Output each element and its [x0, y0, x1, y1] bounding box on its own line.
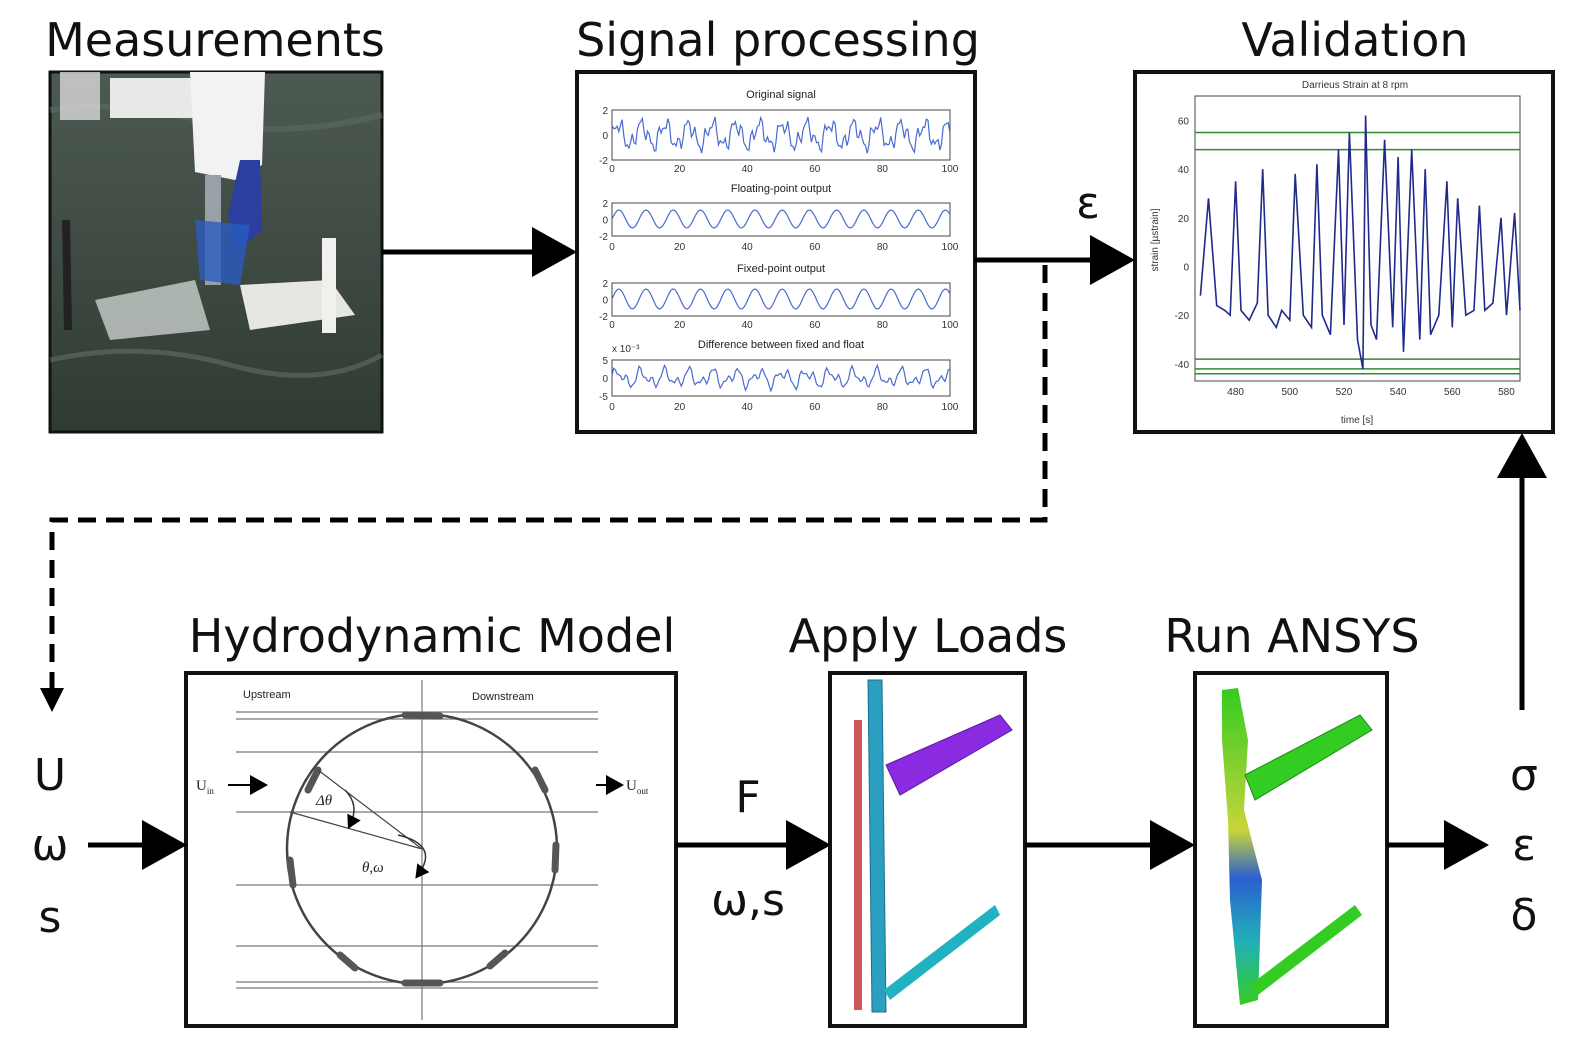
signal-x-tick-label: 80: [877, 242, 889, 253]
signal-x-tick-label: 20: [674, 164, 686, 175]
flow-arrows: [40, 227, 1547, 870]
validation-y-tick-label: 60: [1178, 116, 1190, 127]
validation-y-tick-label: -20: [1175, 311, 1190, 322]
signal-y-tick-label: 2: [602, 199, 608, 210]
validation-chart-title: Darrieus Strain at 8 rpm: [1302, 80, 1408, 91]
output-epsilon: ε: [1512, 820, 1536, 871]
signal-x-tick-label: 60: [809, 164, 821, 175]
signal-y-tick-label: 5: [602, 356, 608, 367]
validation-x-tick-label: 540: [1390, 387, 1407, 398]
signal-x-tick-label: 0: [609, 164, 615, 175]
input-s: s: [39, 892, 62, 943]
validation-title: Validation: [1241, 13, 1468, 67]
validation-ylabel: strain [µstrain]: [1150, 208, 1161, 271]
signal-x-tick-label: 40: [742, 164, 754, 175]
validation-x-tick-label: 480: [1227, 387, 1244, 398]
validation-plot-area: [1194, 95, 1521, 382]
signal-x-tick-label: 80: [877, 402, 889, 413]
measurements-title: Measurements: [45, 13, 385, 67]
theta-omega-label: θ,ω: [362, 860, 384, 876]
validation-x-tick-label: 500: [1281, 387, 1298, 398]
plot-title-floating: Floating-point output: [731, 183, 831, 195]
signal-x-tick-label: 60: [809, 242, 821, 253]
signal-x-tick-label: 0: [609, 320, 615, 331]
signal-x-tick-label: 80: [877, 164, 889, 175]
validation-y-tick-label: 20: [1178, 214, 1190, 225]
signal-y-tick-label: 0: [602, 131, 608, 142]
signal-x-tick-label: 20: [674, 242, 686, 253]
u-out-label: Uout: [626, 778, 649, 796]
strain-series-line: [1199, 115, 1521, 369]
validation-y-tick-label: 0: [1183, 263, 1189, 274]
plot-title-original: Original signal: [746, 89, 816, 101]
signal-y-tick-label: -2: [599, 156, 608, 167]
plot-title-difference: Difference between fixed and float: [698, 339, 864, 351]
validation-y-ticks: 60 40 20 0 -20 -40: [1175, 116, 1190, 371]
delta-theta-label: Δθ: [315, 793, 333, 809]
hydrodynamic-model-title: Hydrodynamic Model: [189, 609, 675, 663]
signal-y-tick-label: -2: [599, 312, 608, 323]
signal-x-tick-label: 20: [674, 320, 686, 331]
plot-title-fixed: Fixed-point output: [737, 263, 825, 275]
input-omega: ω: [32, 820, 69, 871]
validation-xlabel: time [s]: [1341, 415, 1373, 426]
output-sigma: σ: [1510, 750, 1538, 801]
signal-y-tick-label: 0: [602, 374, 608, 385]
signal-x-tick-label: 0: [609, 242, 615, 253]
force-symbol: F: [735, 772, 760, 823]
upstream-label: Upstream: [243, 689, 291, 701]
validation-x-tick-label: 580: [1498, 387, 1515, 398]
signal-x-tick-label: 40: [742, 242, 754, 253]
validation-x-tick-label: 560: [1444, 387, 1461, 398]
downstream-label: Downstream: [472, 691, 534, 703]
validation-x-tick-label: 520: [1336, 387, 1353, 398]
signal-x-tick-label: 60: [809, 402, 821, 413]
signal-x-tick-label: 60: [809, 320, 821, 331]
measurements-photo: [48, 70, 384, 434]
run-ansys-title: Run ANSYS: [1164, 609, 1419, 663]
validation-y-tick-label: -40: [1175, 360, 1190, 371]
input-u: U: [34, 750, 66, 801]
limit-lines: [1195, 131, 1520, 375]
u-in-label: Uin: [196, 778, 214, 796]
signal-y-ticks: 2 0 -2 2 0 -2 2 0 -2 5 0 -5: [599, 106, 608, 403]
signal-y-tick-label: 0: [602, 216, 608, 227]
signal-processing-title: Signal processing: [576, 13, 980, 67]
signal-x-tick-label: 20: [674, 402, 686, 413]
exponent-label: x 10⁻³: [612, 344, 640, 355]
signal-x-tick-label: 0: [609, 402, 615, 413]
signal-x-tick-label: 100: [942, 402, 959, 413]
signal-y-tick-label: 0: [602, 296, 608, 307]
output-delta: δ: [1511, 890, 1538, 941]
signal-y-tick-label: 2: [602, 279, 608, 290]
signal-processing-panel: Original signal Floating-point output Fi…: [575, 70, 977, 434]
blade-segments: [286, 711, 560, 987]
signal-subplots: [611, 109, 951, 397]
signal-x-tick-label: 40: [742, 320, 754, 331]
apply-loads-title: Apply Loads: [789, 609, 1068, 663]
force-subtitle: ω,s: [711, 875, 785, 926]
epsilon-symbol-top: ε: [1076, 178, 1100, 229]
apply-loads-panel: [828, 671, 1027, 1028]
signal-y-tick-label: -2: [599, 232, 608, 243]
validation-x-ticks: 480 500 520 540 560 580: [1227, 387, 1515, 398]
signal-x-ticks: 0 20 40 60 80 100 0 20 40 60 80 100 0 20 40 60 80 100 0 20 4…: [609, 164, 959, 413]
signal-y-tick-label: -5: [599, 392, 608, 403]
validation-panel: Darrieus Strain at 8 rpm 480 500 520 540 560…: [1133, 70, 1555, 434]
run-ansys-panel: [1193, 671, 1389, 1028]
signal-x-tick-label: 40: [742, 402, 754, 413]
hydrodynamic-panel: Upstream Downstream Uin Uout Δθ θ,ω: [184, 671, 678, 1028]
signal-x-tick-label: 100: [942, 164, 959, 175]
validation-y-tick-label: 40: [1178, 165, 1190, 176]
signal-x-tick-label: 100: [942, 320, 959, 331]
signal-y-tick-label: 2: [602, 106, 608, 117]
signal-x-tick-label: 100: [942, 242, 959, 253]
signal-x-tick-label: 80: [877, 320, 889, 331]
